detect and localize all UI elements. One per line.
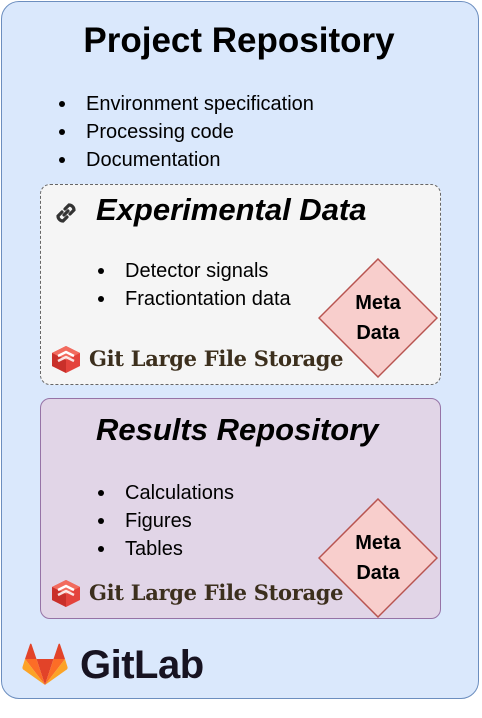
diamond-shape bbox=[318, 258, 438, 378]
results-repository-title: Results Repository bbox=[96, 412, 379, 447]
gitlab-logo-icon bbox=[22, 643, 68, 685]
experimental-data-title: Experimental Data bbox=[96, 192, 367, 227]
list-item: Fractiontation data bbox=[98, 285, 291, 313]
list-item: Tables bbox=[98, 535, 234, 563]
git-lfs-badge: Git Large File Storage bbox=[49, 575, 344, 609]
experimental-item-list: Detector signals Fractiontation data bbox=[98, 257, 291, 313]
meta-data-diamond: Meta Data bbox=[318, 258, 438, 378]
git-lfs-label: Git Large File Storage bbox=[89, 345, 344, 371]
results-item-list: Calculations Figures Tables bbox=[98, 479, 234, 563]
git-lfs-icon bbox=[52, 580, 80, 607]
link-icon bbox=[56, 203, 76, 223]
git-lfs-label: Git Large File Storage bbox=[89, 579, 344, 605]
gitlab-brand: GitLab bbox=[22, 642, 204, 688]
meta-data-diamond: Meta Data bbox=[318, 498, 438, 618]
list-item: Figures bbox=[98, 507, 234, 535]
list-item: Calculations bbox=[98, 479, 234, 507]
list-item: Environment specification bbox=[59, 90, 314, 118]
list-item: Processing code bbox=[59, 118, 314, 146]
diamond-shape bbox=[318, 498, 438, 618]
project-item-list: Environment specification Processing cod… bbox=[59, 90, 314, 174]
gitlab-wordmark: GitLab bbox=[80, 643, 204, 687]
git-lfs-icon bbox=[52, 346, 80, 373]
project-title: Project Repository bbox=[83, 21, 395, 60]
git-lfs-badge: Git Large File Storage bbox=[49, 341, 344, 375]
list-item: Documentation bbox=[59, 146, 314, 174]
meta-data-label: Meta Data bbox=[355, 292, 401, 344]
list-item: Detector signals bbox=[98, 257, 291, 285]
meta-data-label: Meta Data bbox=[355, 532, 401, 584]
